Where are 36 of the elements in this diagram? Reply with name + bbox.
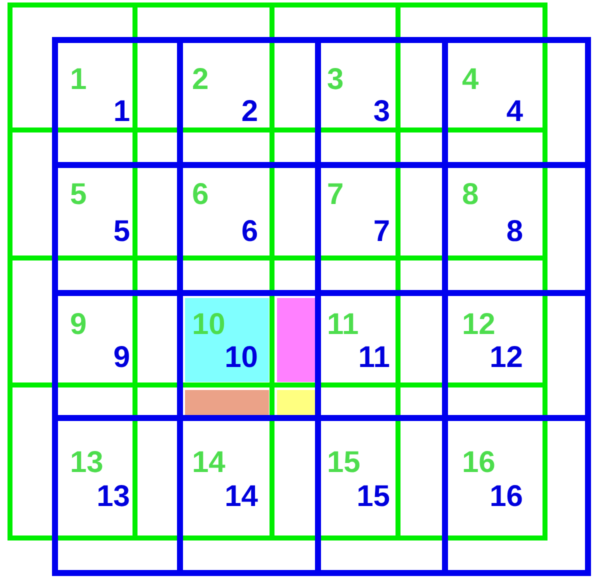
cell-number: 13 xyxy=(70,448,104,478)
cell-number: 1 xyxy=(113,97,130,127)
cell-number: 14 xyxy=(224,482,258,512)
cell-number: 13 xyxy=(96,482,130,512)
cell-number: 8 xyxy=(462,180,479,210)
cell-number: 15 xyxy=(356,482,390,512)
cell-number: 9 xyxy=(70,310,87,340)
highlight-region xyxy=(277,298,315,382)
cell-number: 16 xyxy=(462,448,496,478)
cell-number: 4 xyxy=(506,97,523,127)
cell-number: 8 xyxy=(506,217,523,247)
cell-number: 3 xyxy=(373,97,390,127)
cell-number: 2 xyxy=(241,97,258,127)
cell-number: 5 xyxy=(70,180,87,210)
cell-number: 2 xyxy=(192,65,209,95)
cell-number: 5 xyxy=(113,217,130,247)
cell-number: 6 xyxy=(192,180,209,210)
cell-number: 11 xyxy=(358,343,390,373)
cell-number: 12 xyxy=(490,343,523,373)
highlight-region xyxy=(185,298,269,382)
cell-number: 7 xyxy=(373,217,390,247)
cell-number: 1 xyxy=(70,65,87,95)
cell-number: 9 xyxy=(113,343,130,373)
cell-number: 15 xyxy=(327,448,360,478)
cell-number: 7 xyxy=(327,180,344,210)
cell-number: 11 xyxy=(327,310,359,340)
cell-number: 16 xyxy=(490,482,523,512)
cell-number: 12 xyxy=(462,310,496,340)
highlight-region xyxy=(277,390,315,415)
cell-number: 10 xyxy=(224,343,258,373)
cell-number: 6 xyxy=(241,217,258,247)
cell-number: 4 xyxy=(462,65,479,95)
highlight-region xyxy=(185,390,269,415)
cell-number: 3 xyxy=(327,65,344,95)
cell-number: 14 xyxy=(192,448,226,478)
cell-number: 10 xyxy=(192,310,226,340)
